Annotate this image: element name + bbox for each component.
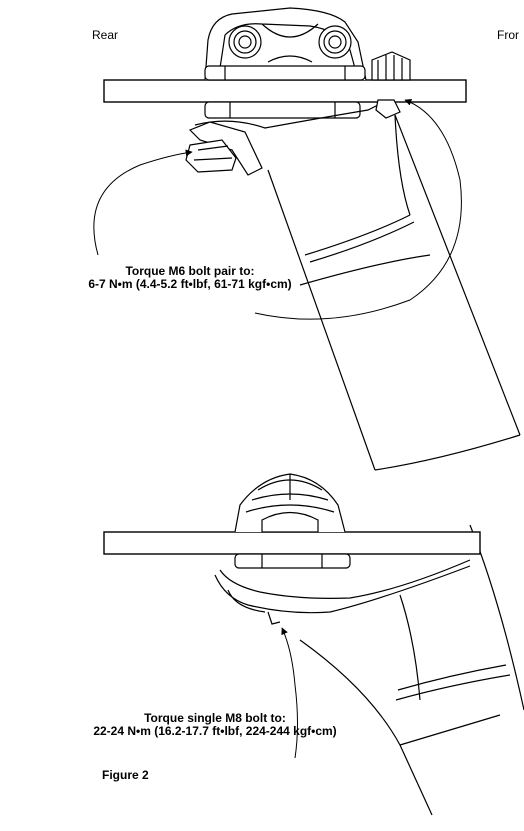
top-arrow-front (254, 98, 462, 320)
bottom-upper-cradle (234, 473, 346, 533)
torque-m8-heading: Torque single M8 bolt to: (144, 711, 286, 725)
bottom-arrow (281, 627, 298, 759)
top-lower-clamp (185, 99, 401, 176)
bottom-rail-bar (103, 531, 481, 555)
rear-label: Rear (92, 28, 119, 42)
torque-m8-values: 22-24 N•m (16.2-17.7 ft•lbf, 224-244 kgf… (93, 724, 337, 738)
top-rail-bar (103, 79, 467, 103)
top-upper-cradle (204, 7, 411, 81)
torque-m6-values: 6-7 N•m (4.4-5.2 ft•lbf, 61-71 kgf•cm) (88, 277, 292, 291)
top-post-tube (267, 114, 521, 471)
front-label: Fror (497, 28, 519, 42)
torque-m6-heading: Torque M6 bolt pair to: (125, 264, 255, 278)
figure-caption: Figure 2 (102, 768, 149, 782)
top-arrow-rear (93, 149, 193, 256)
bottom-lower-clamp (214, 553, 471, 625)
top-seatpost-assembly (93, 7, 521, 471)
bottom-seatpost-assembly (103, 473, 524, 816)
